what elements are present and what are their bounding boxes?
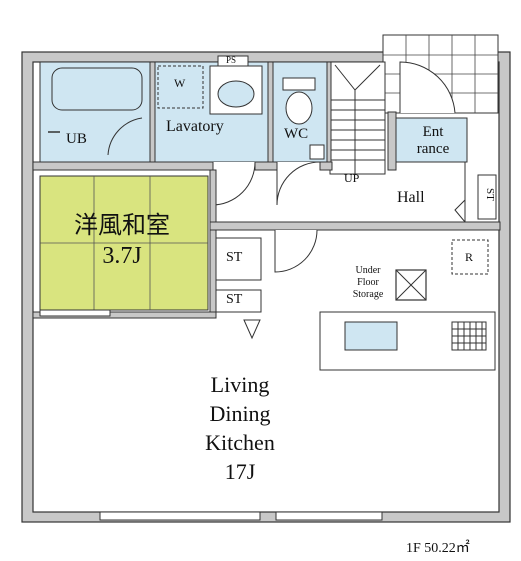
label-washitsu-2: 3.7J xyxy=(102,243,142,269)
label-ldk: Living Dining Kitchen 17J xyxy=(160,370,320,486)
vanity-basin xyxy=(217,80,255,108)
label-under-floor: Under Floor Storage xyxy=(340,265,396,301)
front-door-swing xyxy=(399,61,456,114)
label-ldk-3: Kitchen xyxy=(205,430,275,455)
ub-door-swing xyxy=(107,117,143,156)
washer-box xyxy=(157,65,204,109)
hatch-x2 xyxy=(395,269,427,301)
bathtub xyxy=(51,67,143,111)
label-ldk-2: Dining xyxy=(209,401,271,426)
windows xyxy=(39,309,383,521)
floor-area: 1F 50.22㎡ xyxy=(406,541,470,556)
label-wc: WC xyxy=(284,126,309,142)
label-st-hall: ST xyxy=(484,188,496,201)
label-st-a: ST xyxy=(226,250,243,265)
label-ub: UB xyxy=(66,131,87,147)
label-entrance-1: Ent xyxy=(422,124,444,140)
tatami-lines xyxy=(40,176,208,310)
kitchen-sink xyxy=(344,321,398,351)
label-washitsu-1: 洋風和室 xyxy=(74,211,170,239)
st-door-swing xyxy=(274,229,318,273)
toilet-tank xyxy=(282,77,316,91)
label-washitsu: 洋風和室 3.7J xyxy=(52,210,192,271)
label-under-floor-3: Storage xyxy=(352,289,384,300)
label-entrance: Ent rance xyxy=(400,124,466,158)
interior-walls xyxy=(32,61,501,319)
label-fridge: R xyxy=(465,250,474,264)
label-ldk-4: 17J xyxy=(224,459,256,484)
toilet-bowl xyxy=(285,91,313,125)
ps-box xyxy=(217,55,249,67)
fridge-box xyxy=(451,239,489,275)
label-under-floor-2: Floor xyxy=(357,277,379,288)
label-up: UP xyxy=(344,171,360,185)
stove-grid xyxy=(452,322,486,350)
entrance-step xyxy=(454,162,466,224)
label-ldk-1: Living xyxy=(210,372,270,397)
label-ps: PS xyxy=(226,55,237,65)
label-lavatory: Lavatory xyxy=(166,118,224,135)
st-box-b xyxy=(215,289,262,313)
label-st-b: ST xyxy=(226,292,243,307)
st-box-a xyxy=(215,237,262,281)
staircase xyxy=(329,61,386,175)
label-under-floor-1: Under xyxy=(355,265,381,276)
hall-st-box xyxy=(477,174,497,220)
wc-sink xyxy=(309,144,325,160)
label-entrance-2: rance xyxy=(416,141,450,157)
hall-door-swing-2 xyxy=(276,161,321,206)
label-hall: Hall xyxy=(397,189,425,206)
ldk-door-marker xyxy=(243,319,261,340)
label-washer: W xyxy=(174,76,186,90)
